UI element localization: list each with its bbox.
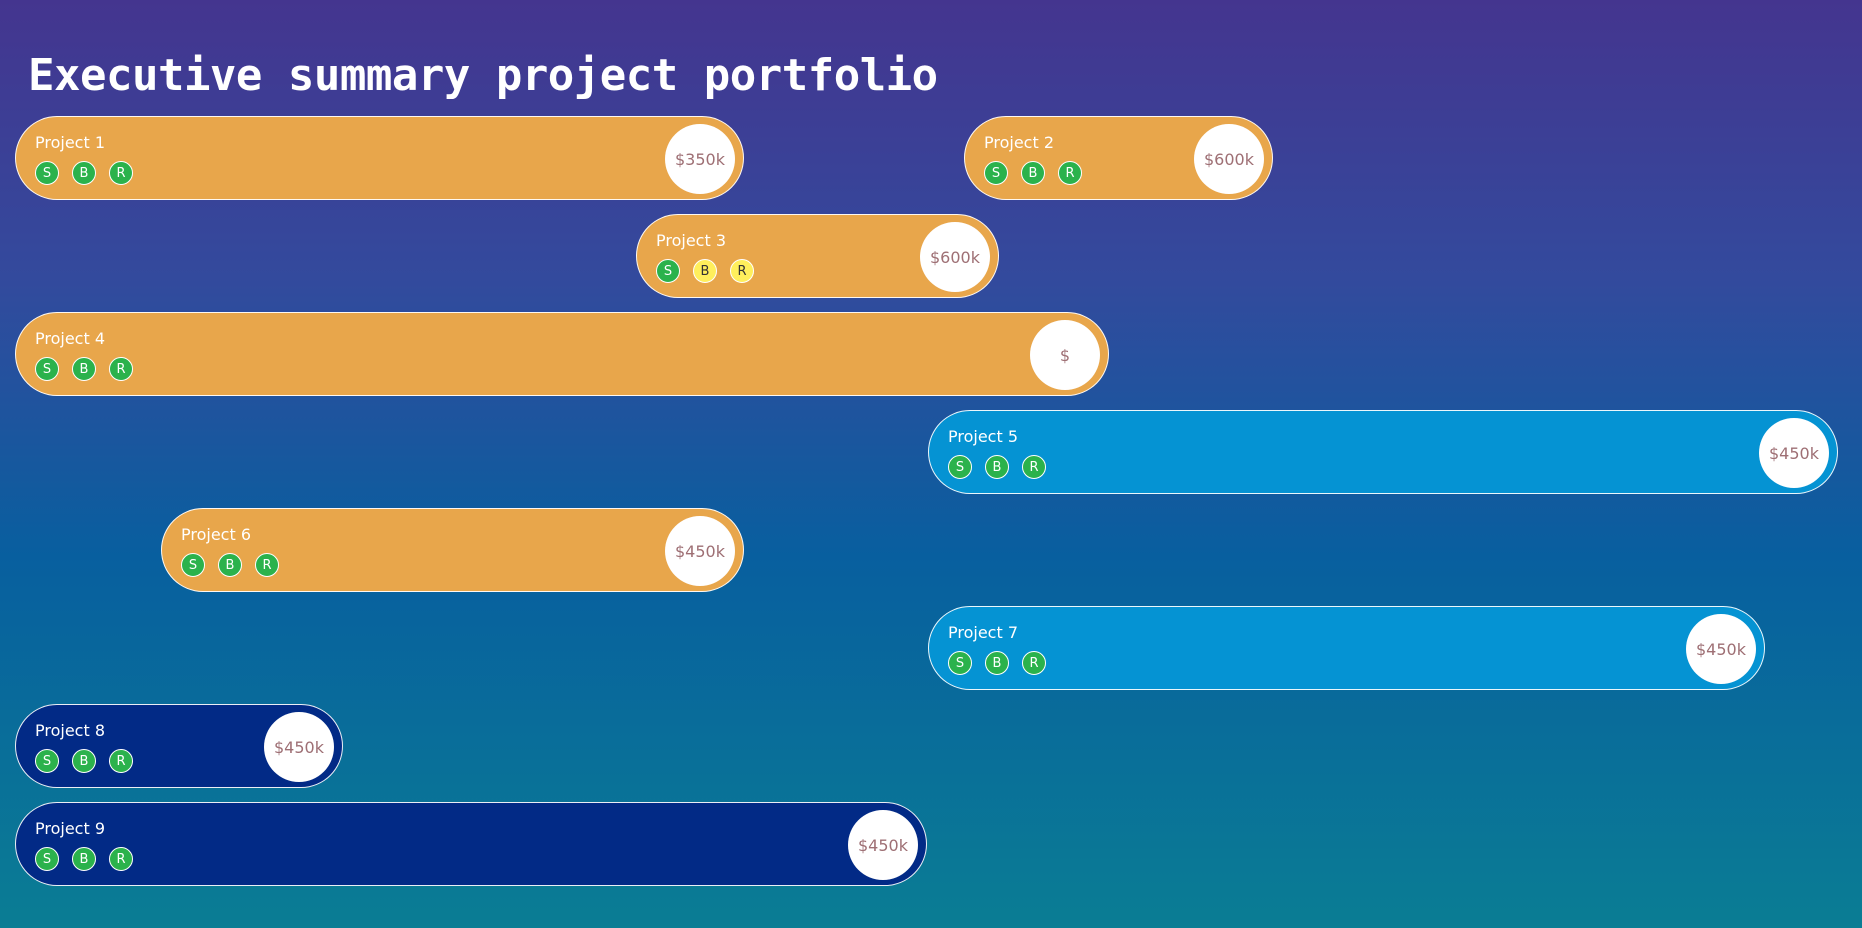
status-badges: S B R bbox=[984, 161, 1082, 185]
resource-status-badge: R bbox=[109, 847, 133, 871]
status-badges: S B R bbox=[35, 749, 133, 773]
project-bar[interactable]: Project 8 S B R $450k bbox=[15, 704, 343, 788]
budget-status-badge: B bbox=[693, 259, 717, 283]
resource-status-badge: R bbox=[255, 553, 279, 577]
resource-status-badge: R bbox=[1058, 161, 1082, 185]
project-name: Project 4 bbox=[35, 329, 106, 348]
project-name: Project 7 bbox=[948, 623, 1019, 642]
budget-circle: $450k bbox=[1759, 418, 1829, 488]
project-bar[interactable]: Project 2 S B R $600k bbox=[964, 116, 1273, 200]
project-bar[interactable]: Project 9 S B R $450k bbox=[15, 802, 927, 886]
project-name: Project 2 bbox=[984, 133, 1055, 152]
project-name: Project 1 bbox=[35, 133, 106, 152]
budget-circle: $ bbox=[1030, 320, 1100, 390]
budget-circle: $450k bbox=[264, 712, 334, 782]
scope-status-badge: S bbox=[948, 455, 972, 479]
status-badges: S B R bbox=[948, 455, 1046, 479]
budget-status-badge: B bbox=[72, 357, 96, 381]
resource-status-badge: R bbox=[1022, 651, 1046, 675]
status-badges: S B R bbox=[948, 651, 1046, 675]
project-bar[interactable]: Project 7 S B R $450k bbox=[928, 606, 1765, 690]
scope-status-badge: S bbox=[656, 259, 680, 283]
scope-status-badge: S bbox=[35, 161, 59, 185]
status-badges: S B R bbox=[35, 847, 133, 871]
budget-status-badge: B bbox=[1021, 161, 1045, 185]
scope-status-badge: S bbox=[35, 357, 59, 381]
project-bar[interactable]: Project 6 S B R $450k bbox=[161, 508, 744, 592]
project-name: Project 9 bbox=[35, 819, 106, 838]
resource-status-badge: R bbox=[109, 357, 133, 381]
scope-status-badge: S bbox=[35, 749, 59, 773]
budget-circle: $600k bbox=[1194, 124, 1264, 194]
budget-status-badge: B bbox=[72, 161, 96, 185]
budget-circle: $450k bbox=[665, 516, 735, 586]
budget-circle: $350k bbox=[665, 124, 735, 194]
resource-status-badge: R bbox=[730, 259, 754, 283]
project-bar[interactable]: Project 3 S B R $600k bbox=[636, 214, 999, 298]
scope-status-badge: S bbox=[948, 651, 972, 675]
status-badges: S B R bbox=[656, 259, 754, 283]
project-bar[interactable]: Project 1 S B R $350k bbox=[15, 116, 744, 200]
budget-status-badge: B bbox=[72, 847, 96, 871]
budget-status-badge: B bbox=[985, 651, 1009, 675]
budget-status-badge: B bbox=[218, 553, 242, 577]
project-bar[interactable]: Project 4 S B R $ bbox=[15, 312, 1109, 396]
resource-status-badge: R bbox=[1022, 455, 1046, 479]
page-title: Executive summary project portfolio bbox=[28, 50, 938, 101]
budget-circle: $450k bbox=[848, 810, 918, 880]
status-badges: S B R bbox=[35, 161, 133, 185]
status-badges: S B R bbox=[181, 553, 279, 577]
project-name: Project 3 bbox=[656, 231, 727, 250]
status-badges: S B R bbox=[35, 357, 133, 381]
budget-circle: $600k bbox=[920, 222, 990, 292]
scope-status-badge: S bbox=[984, 161, 1008, 185]
scope-status-badge: S bbox=[35, 847, 59, 871]
budget-circle: $450k bbox=[1686, 614, 1756, 684]
project-name: Project 8 bbox=[35, 721, 106, 740]
resource-status-badge: R bbox=[109, 161, 133, 185]
scope-status-badge: S bbox=[181, 553, 205, 577]
project-name: Project 5 bbox=[948, 427, 1019, 446]
project-bar[interactable]: Project 5 S B R $450k bbox=[928, 410, 1838, 494]
budget-status-badge: B bbox=[985, 455, 1009, 479]
resource-status-badge: R bbox=[109, 749, 133, 773]
budget-status-badge: B bbox=[72, 749, 96, 773]
project-name: Project 6 bbox=[181, 525, 252, 544]
